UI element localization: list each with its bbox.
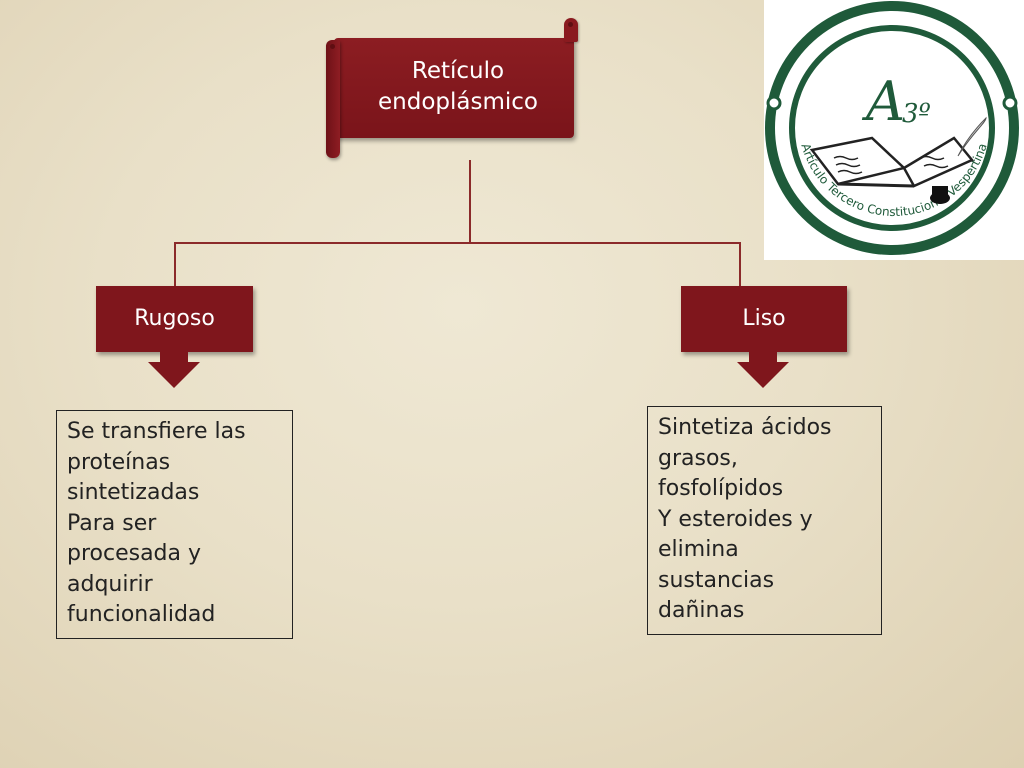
rugoso-desc-line: adquirir [67, 571, 153, 597]
scroll-curl-left [326, 40, 340, 158]
seal-monogram: A [861, 70, 905, 133]
scroll-body [334, 38, 574, 138]
seal-outer-ring [765, 1, 1019, 255]
rugoso-desc-line: funcionalidad [67, 602, 216, 627]
liso-desc-line: elimina [658, 537, 739, 562]
branch-node-liso: Liso [681, 286, 847, 352]
rugoso-desc-line: sintetizadas [67, 480, 200, 505]
liso-desc-line: dañinas [658, 598, 745, 623]
root-node-title: Retículo endoplásmico [348, 56, 568, 118]
liso-arrow-stem [749, 352, 777, 364]
liso-desc-line: fosfolípidos [658, 476, 784, 501]
rugoso-desc-line: Se transfiere las [67, 419, 246, 444]
liso-description-box: Sintetiza ácidos grasos, fosfolípidos Y … [647, 406, 882, 635]
rugoso-arrow-stem [160, 352, 188, 364]
root-node-scroll: Retículo endoplásmico [326, 18, 578, 158]
seal-dot-right [1002, 95, 1018, 111]
rugoso-desc-line: Para ser [67, 510, 157, 536]
liso-desc-line: grasos, [658, 445, 738, 471]
school-logo: Escuela de Bachilleres Artículo Tercero … [764, 0, 1024, 260]
rugoso-description-box: Se transfiere las proteínas sintetizadas… [56, 410, 293, 639]
seal-monogram-sub: 3º [902, 99, 931, 129]
root-title-line-2: endoplásmico [378, 89, 538, 115]
liso-desc-line: Sintetiza ácidos [658, 415, 832, 440]
liso-desc-line: Y esteroides y [658, 506, 813, 532]
seal-dot-left [766, 95, 782, 111]
rugoso-down-arrow-icon [148, 362, 200, 388]
rugoso-desc-line: proteínas [67, 449, 171, 475]
scroll-curl-top [564, 18, 578, 42]
branch-node-rugoso: Rugoso [96, 286, 253, 352]
open-book-quill-icon [809, 116, 987, 204]
seal-inner-ring [789, 25, 995, 231]
liso-desc-line: sustancias [658, 567, 775, 593]
school-seal-icon: Escuela de Bachilleres Artículo Tercero … [765, 1, 1019, 255]
root-title-line-1: Retículo [411, 58, 505, 84]
liso-down-arrow-icon [737, 362, 789, 388]
rugoso-desc-line: procesada y [67, 541, 202, 566]
